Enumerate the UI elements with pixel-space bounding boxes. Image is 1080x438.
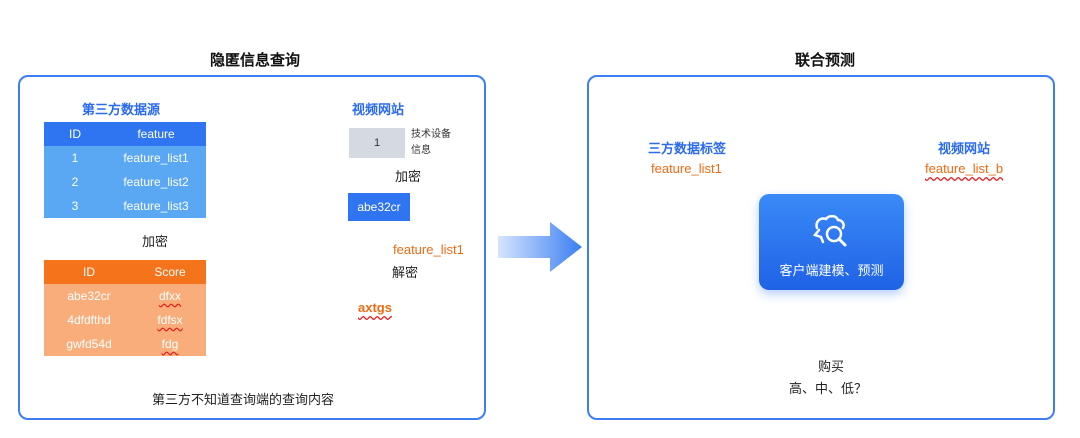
search-analysis-icon xyxy=(812,214,847,247)
device-info-note: 技术设备信息 xyxy=(411,129,451,156)
video-feature: feature_list_b xyxy=(925,161,1004,176)
feature-list-text: feature_list1 xyxy=(393,242,464,257)
table-row: abe32cr dfxx xyxy=(44,284,206,308)
purchase-label: 购买 xyxy=(818,359,845,374)
table-row: 1 feature_list1 xyxy=(44,146,206,170)
client-modeling-box: 客户端建模、预测 xyxy=(759,194,904,290)
table-row: 3 feature_list3 xyxy=(44,194,206,218)
header-cell: feature xyxy=(106,122,206,146)
table-cell: feature_list2 xyxy=(106,170,206,194)
cipher-text: axtgs xyxy=(358,300,392,315)
table-cell: abe32cr xyxy=(44,284,134,308)
table-header-row: ID feature xyxy=(44,122,206,146)
third-party-tag-label: 三方数据标签 xyxy=(648,141,727,156)
encrypted-id-box: abe32cr xyxy=(348,193,410,221)
arrow-between-panels xyxy=(498,222,582,272)
table-row: gwfd54d fdg xyxy=(44,332,206,356)
table-cell: 4dfdfthd xyxy=(44,308,134,332)
table-cell: 1 xyxy=(44,146,106,170)
table-cell: fdg xyxy=(134,332,206,356)
third-party-feature: feature_list1 xyxy=(651,161,722,176)
table-cell: dfxx xyxy=(134,284,206,308)
third-party-table: ID feature 1 feature_list1 2 feature_lis… xyxy=(44,122,206,218)
video-site-label-right: 视频网站 xyxy=(938,141,991,156)
table-header-row: ID Score xyxy=(44,260,206,284)
purchase-levels: 高、中、低？ xyxy=(789,381,868,396)
client-modeling-label: 客户端建模、预测 xyxy=(779,263,884,278)
table-cell: feature_list1 xyxy=(106,146,206,170)
header-cell: ID xyxy=(44,122,106,146)
device-info-box: 1 xyxy=(349,128,405,158)
table-row: 4dfdfthd fdfsx xyxy=(44,308,206,332)
result-table: ID Score abe32cr dfxx 4dfdfthd fdfsx gwf… xyxy=(44,260,206,356)
left-panel-title: 隐匿信息查询 xyxy=(209,52,300,69)
decrypt-label: 解密 xyxy=(392,265,419,280)
table-cell: 3 xyxy=(44,194,106,218)
third-party-source-label: 第三方数据源 xyxy=(82,102,161,117)
encrypt-label-left: 加密 xyxy=(142,234,169,249)
encrypt-label-video: 加密 xyxy=(395,169,422,184)
table-cell: 2 xyxy=(44,170,106,194)
table-cell: fdfsx xyxy=(134,308,206,332)
right-panel-title: 联合预测 xyxy=(794,52,855,69)
table-row: 2 feature_list2 xyxy=(44,170,206,194)
header-cell: ID xyxy=(44,260,134,284)
video-site-label: 视频网站 xyxy=(352,102,405,117)
header-cell: Score xyxy=(134,260,206,284)
table-cell: feature_list3 xyxy=(106,194,206,218)
table-cell: gwfd54d xyxy=(44,332,134,356)
footer-note: 第三方不知道查询端的查询内容 xyxy=(152,392,335,407)
